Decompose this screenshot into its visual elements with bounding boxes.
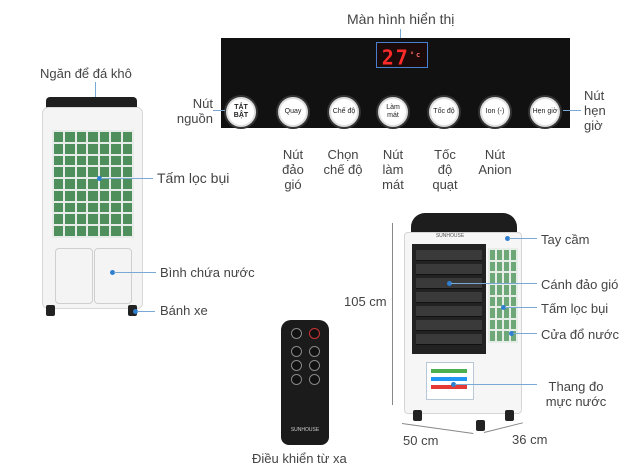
leader-timer xyxy=(563,110,581,111)
cooler-left-tank-left xyxy=(55,248,93,304)
label-ice-compartment: Ngăn để đá khô xyxy=(40,66,132,81)
cooler-left-filter xyxy=(52,130,134,238)
dimension-depth: 36 cm xyxy=(512,432,548,447)
leader-louver xyxy=(451,283,537,284)
dot-drain xyxy=(509,331,514,336)
label-handle: Tay cầm xyxy=(541,232,590,247)
leader-drain xyxy=(513,333,537,334)
mode-button-label: Chế độ xyxy=(332,108,356,115)
mode-button[interactable]: Chế độ xyxy=(329,97,359,127)
dot-right-filter xyxy=(501,305,506,310)
dimension-height-line xyxy=(392,223,393,405)
water-level-gauge xyxy=(426,362,474,400)
leader-ice xyxy=(95,82,96,98)
dot-gauge xyxy=(451,382,456,387)
leader-handle xyxy=(509,238,537,239)
timer-button[interactable]: Hẹn giờ xyxy=(530,97,560,127)
leader-wheel xyxy=(137,311,155,312)
display-title: Màn hình hiển thị xyxy=(347,11,455,27)
wheel-right-front xyxy=(413,410,422,421)
swing-button[interactable]: Quay xyxy=(278,97,308,127)
speed-button-label: Tốc độ xyxy=(433,108,455,115)
timer-button-label: Hẹn giờ xyxy=(532,108,558,115)
remote-control: SUNHOUSE xyxy=(281,320,329,445)
label-louver: Cánh đảo gió xyxy=(541,277,619,292)
label-filter-left: Tấm lọc bụi xyxy=(157,170,230,186)
power-button[interactable]: TẮT BẬT xyxy=(226,97,256,127)
dot-filter xyxy=(97,176,102,181)
label-swing: Nút đảo gió xyxy=(282,147,304,192)
display-unit: °c xyxy=(409,51,423,59)
anion-button-label: Ion (-) xyxy=(485,108,505,115)
leader-tank xyxy=(114,272,156,273)
leader-gauge xyxy=(455,384,537,385)
power-button-label: TẮT BẬT xyxy=(233,104,249,119)
remote-button[interactable] xyxy=(309,374,320,385)
cooler-top-lid xyxy=(46,97,137,109)
label-cool: Nút làm mát xyxy=(382,147,404,192)
dot-tank xyxy=(110,270,115,275)
leader-filter xyxy=(101,178,153,179)
remote-power-button[interactable] xyxy=(309,328,320,339)
leader-right-filter xyxy=(505,307,537,308)
temperature-display: 27°c xyxy=(376,42,428,70)
cooler-right-louvers xyxy=(412,244,486,354)
wheel-right-rear xyxy=(476,420,485,431)
dimension-width: 50 cm xyxy=(403,433,439,448)
remote-button[interactable] xyxy=(291,346,302,357)
dot-louver xyxy=(447,281,452,286)
label-anion: Nút Anion xyxy=(478,147,512,177)
display-value: 27 xyxy=(381,45,410,70)
remote-brand: SUNHOUSE xyxy=(290,427,320,433)
label-filter-right: Tấm lọc bụi xyxy=(541,301,609,316)
wheel-right-side xyxy=(505,410,514,421)
speed-button[interactable]: Tốc độ xyxy=(429,97,459,127)
wheel-left xyxy=(46,305,55,316)
cooler-left-tank-right xyxy=(94,248,132,304)
remote-button[interactable] xyxy=(309,346,320,357)
label-power: Nút nguồn xyxy=(176,96,213,126)
label-mode: Chọn chế độ xyxy=(323,147,363,177)
label-tank: Bình chứa nước xyxy=(160,265,255,280)
leader-power xyxy=(213,110,225,111)
cool-button[interactable]: Làm mát xyxy=(378,97,408,127)
remote-button[interactable] xyxy=(291,374,302,385)
cooler-right-filter xyxy=(488,248,518,343)
label-speed: Tốc độ quạt xyxy=(432,147,458,192)
display-leader xyxy=(400,29,401,42)
dot-wheel xyxy=(133,309,138,314)
remote-button[interactable] xyxy=(291,328,302,339)
anion-button[interactable]: Ion (-) xyxy=(480,97,510,127)
label-drain: Cửa đổ nước xyxy=(541,327,619,342)
wheel-right xyxy=(128,305,137,316)
label-timer: Nút hẹn giờ xyxy=(584,88,606,133)
label-wheel: Bánh xe xyxy=(160,303,208,318)
remote-button[interactable] xyxy=(291,360,302,371)
remote-button[interactable] xyxy=(309,360,320,371)
label-remote: Điều khiển từ xa xyxy=(252,451,347,466)
label-gauge: Thang đo mực nước xyxy=(545,379,607,409)
cooler-right-brand: SUNHOUSE xyxy=(435,233,465,239)
swing-button-label: Quay xyxy=(284,108,302,115)
cool-button-label: Làm mát xyxy=(386,104,400,119)
dimension-height: 105 cm xyxy=(344,294,387,309)
dot-handle xyxy=(505,236,510,241)
